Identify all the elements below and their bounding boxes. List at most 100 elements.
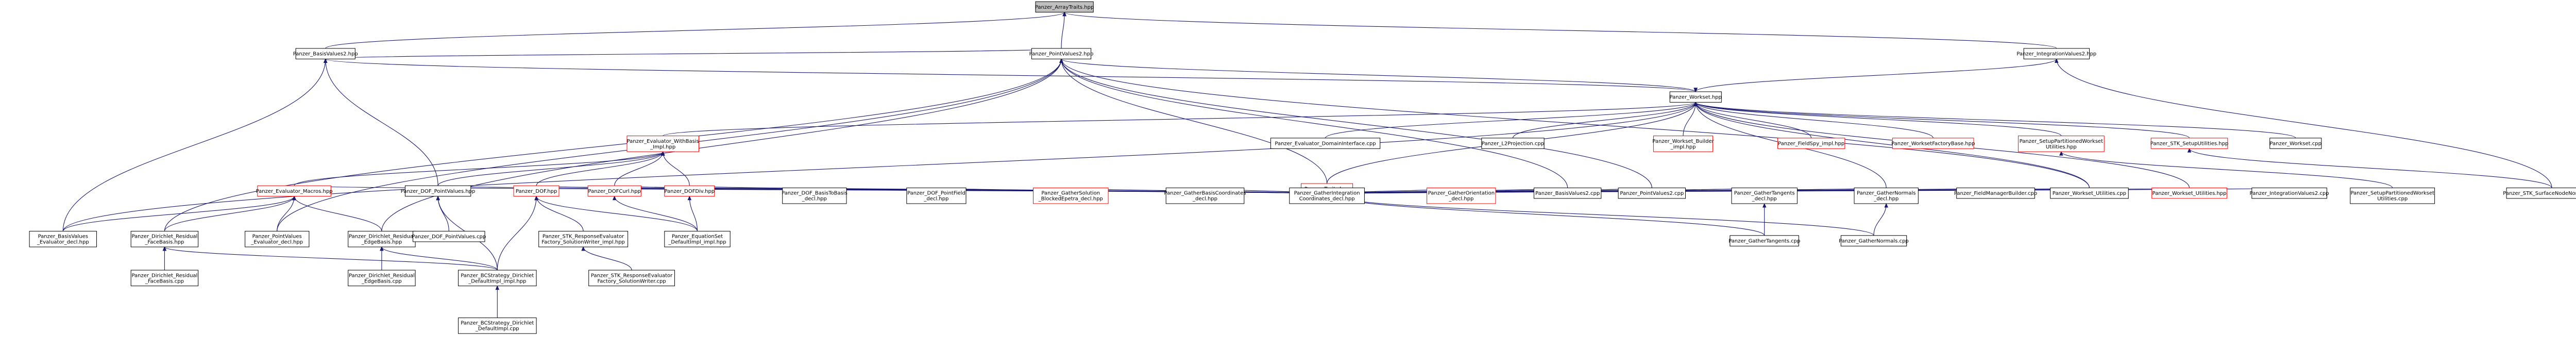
node-wfb[interactable]: Panzer_WorksetFactoryBase.hpp	[1891, 138, 1975, 149]
node-bcscpp[interactable]: Panzer_BCStrategy_Dirichlet_DefaultImpl.…	[458, 317, 537, 334]
node-workset[interactable]: Panzer_Workset.hpp	[1670, 91, 1722, 103]
node-label: Panzer_GatherNormals	[1857, 191, 1916, 196]
node-label: _Impl.hpp	[650, 144, 675, 150]
edge-sppw-to-workset	[1695, 102, 2062, 137]
edge-dofcurl-to-evalwb	[614, 152, 664, 186]
node-fmb[interactable]: Panzer_FieldManagerBuilder.cpp	[1954, 187, 2037, 199]
edge-l2p-to-workset	[1512, 102, 1696, 138]
node-dofh[interactable]: Panzer_DOF.hpp	[513, 185, 560, 197]
node-sppwcpp[interactable]: Panzer_SetupPartitionedWorksetUtilities.…	[2350, 187, 2435, 204]
edge-eqset-to-dofcurl	[614, 196, 698, 231]
node-pvev[interactable]: Panzer_PointValues_Evaluator_decl.hpp	[245, 230, 310, 247]
edge-arrowhead	[1059, 58, 1063, 63]
node-label: Panzer_ArrayTraits.hpp	[1035, 5, 1094, 10]
node-integv2[interactable]: Panzer_IntegrationValues2.hpp	[2016, 48, 2096, 59]
node-label: Panzer_GatherTangents	[1734, 191, 1795, 196]
edge-dofpv-to-evalwb	[437, 151, 664, 186]
node-stkrefi[interactable]: Panzer_STK_ResponseEvaluatorFactory_Solu…	[538, 230, 629, 247]
node-l2p[interactable]: Panzer_L2Projection.cpp	[1481, 138, 1545, 149]
node-label: _Evaluator_decl.hpp	[250, 240, 303, 245]
node-label: _EdgeBasis.hpp	[361, 240, 402, 245]
node-gnorcpp[interactable]: Panzer_GatherNormals.cpp	[1839, 235, 1909, 246]
node-drebcpp[interactable]: Panzer_Dirichlet_Residual_EdgeBasis.cpp	[348, 270, 416, 287]
node-gor[interactable]: Panzer_GatherOrientation_decl.hpp	[1427, 187, 1496, 204]
node-dreb[interactable]: Panzer_Dirichlet_Residual_EdgeBasis.hpp	[348, 230, 416, 247]
node-basisv2[interactable]: Panzer_BasisValues2.hpp	[293, 48, 358, 59]
node-label: _DefaultImpl.cpp	[475, 326, 519, 332]
graph-nodes: Panzer_ArrayTraits.hppPanzer_BasisValues…	[29, 1, 2576, 334]
node-label: Panzer_GatherSolution	[1041, 191, 1100, 196]
node-label: Panzer_BasisValues2.hpp	[293, 52, 358, 57]
node-drfbcpp[interactable]: Panzer_Dirichlet_Residual_FaceBasis.cpp	[130, 270, 199, 287]
node-dofpv[interactable]: Panzer_DOF_PointValues.hpp	[401, 185, 476, 197]
edge-bvev-to-evmacro	[62, 196, 295, 231]
node-label: Factory_SolutionWriter_impl.hpp	[541, 240, 625, 245]
node-wuhpp[interactable]: Panzer_Workset_Utilities.hpp	[2151, 187, 2227, 199]
node-gtan[interactable]: Panzer_GatherTangents_decl.hpp	[1731, 187, 1798, 204]
node-fsi[interactable]: Panzer_FieldSpy_impl.hpp	[1777, 138, 1845, 149]
node-evmacro[interactable]: Panzer_Evaluator_Macros.hpp	[256, 185, 333, 197]
node-bv2cpp[interactable]: Panzer_BasisValues2.cpp	[1533, 187, 1602, 199]
node-stkrefcpp[interactable]: Panzer_STK_ResponseEvaluatorFactory_Solu…	[588, 270, 675, 287]
edge-sppwcpp-to-sppw	[2061, 151, 2393, 188]
node-gnor[interactable]: Panzer_GatherNormals_decl.hpp	[1854, 187, 1919, 204]
edge-dofpvcpp-to-dofpv	[437, 196, 449, 231]
edge-bcsi-to-dofh	[497, 196, 537, 271]
node-stksn[interactable]: Panzer_STK_SurfaceNodeNormals.cpp	[2503, 187, 2576, 199]
node-gtancpp[interactable]: Panzer_GatherTangents.cpp	[1728, 235, 1800, 246]
edge-stksn-to-integv2	[2056, 59, 2552, 188]
node-gbc[interactable]: Panzer_GatherBasisCoordinates_decl.hpp	[1164, 187, 1246, 204]
node-label: Panzer_GatherBasisCoordinates	[1164, 191, 1246, 196]
node-label: Panzer_BasisValues	[38, 234, 88, 240]
edge-stksn-to-stksu	[2189, 148, 2552, 188]
node-sppw[interactable]: Panzer_SetupPartitionedWorksetUtilities.…	[2018, 136, 2105, 152]
node-bvev[interactable]: Panzer_BasisValues_Evaluator_decl.hpp	[29, 230, 97, 247]
node-label: Panzer_GatherOrientation	[1428, 191, 1495, 196]
node-dofpvcpp[interactable]: Panzer_DOF_PointValues.cpp	[412, 230, 486, 242]
node-stksu[interactable]: Panzer_STK_SetupUtilities.hpp	[2150, 138, 2229, 149]
node-dofpf[interactable]: Panzer_DOF_PointField_decl.hpp	[906, 187, 967, 204]
node-edi[interactable]: Panzer_Evaluator_DomainInterface.cpp	[1270, 138, 1381, 149]
node-pointv2[interactable]: Panzer_PointValues2.hpp	[1029, 48, 1094, 59]
node-eqset[interactable]: Panzer_EquationSet_DefaultImpl_impl.hpp	[664, 230, 731, 247]
node-evalwb[interactable]: Panzer_Evaluator_WithBasis_Impl.hpp	[626, 136, 699, 152]
edge-arrowhead	[1693, 102, 1698, 106]
edge-fsi-to-workset	[1695, 102, 1812, 138]
edge-arrowhead	[2187, 148, 2192, 153]
edge-stkrefi-to-dofh	[536, 196, 584, 231]
edge-bv2cpp-to-pointv2	[1061, 59, 1568, 188]
node-iv2cpp[interactable]: Panzer_IntegrationValues2.cpp	[2250, 187, 2329, 199]
node-label: Panzer_DOF_PointValues.hpp	[401, 189, 476, 194]
node-pv2cpp[interactable]: Panzer_PointValues2.cpp	[1618, 187, 1686, 199]
node-dofcurl[interactable]: Panzer_DOFCurl.hpp	[587, 185, 641, 197]
node-label: _Evaluator_decl.hpp	[37, 240, 89, 245]
node-root[interactable]: Panzer_ArrayTraits.hpp	[1035, 1, 1094, 13]
edge-arrowhead	[1762, 203, 1767, 208]
edge-pointv2-to-root	[1061, 12, 1065, 48]
edge-arrowhead	[292, 195, 296, 201]
edge-bvev-to-basisv2	[62, 59, 326, 231]
node-drfb[interactable]: Panzer_Dirichlet_Residual_FaceBasis.hpp	[130, 230, 199, 247]
node-wbi[interactable]: Panzer_Workset_Builder_impl.hpp	[1652, 136, 1715, 152]
edge-dreb-to-pointv2	[381, 59, 1062, 231]
edge-bvev-to-workset	[62, 102, 1696, 231]
edge-dofpv-to-basisv2	[325, 59, 438, 186]
node-label: Panzer_Dirichlet_Residual	[349, 273, 415, 278]
node-bcsi[interactable]: Panzer_BCStrategy_Dirichlet_DefaultImpl_…	[458, 270, 537, 287]
node-label: _FaceBasis.hpp	[144, 240, 184, 245]
node-wscpp[interactable]: Panzer_Workset.cpp	[2269, 138, 2322, 149]
edge-integv2-to-workset	[1695, 58, 2057, 92]
node-gsbe[interactable]: Panzer_GatherSolution_BlockedEpetra_decl…	[1033, 187, 1109, 204]
node-label: _decl.hpp	[1873, 196, 1899, 202]
node-gic[interactable]: Panzer_GatherIntegrationCoordinates_decl…	[1289, 187, 1365, 204]
node-wucpp[interactable]: Panzer_Workset_Utilities.cpp	[2050, 187, 2129, 199]
node-label: Panzer_GatherIntegration	[1294, 191, 1360, 196]
node-dofdiv[interactable]: Panzer_DOFDiv.hpp	[664, 185, 715, 197]
node-dofbtb[interactable]: Panzer_DOF_BasisToBasis_decl.hpp	[782, 187, 848, 204]
edge-arrowhead	[323, 58, 328, 63]
edge-iv2cpp-to-traits	[1327, 187, 2290, 195]
node-label: Panzer_PointValues2.hpp	[1029, 52, 1094, 57]
node-label: Panzer_WorksetFactoryBase.hpp	[1891, 141, 1975, 147]
node-label: Panzer_GatherTangents.cpp	[1728, 239, 1800, 244]
node-label: Panzer_DOFCurl.hpp	[588, 189, 641, 194]
